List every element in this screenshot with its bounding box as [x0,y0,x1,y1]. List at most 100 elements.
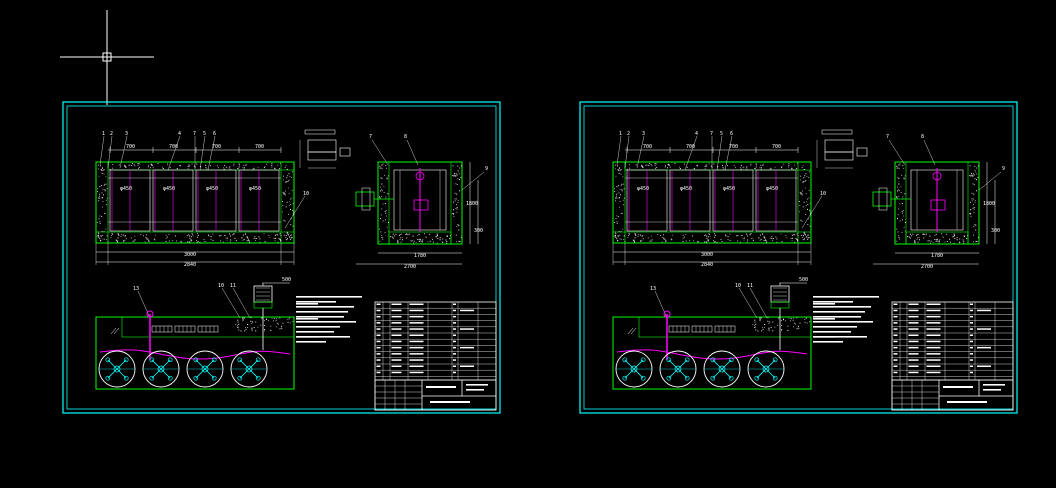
gravel-dot [751,238,753,239]
gravel-dot [103,173,105,175]
section-rotor-tip [255,375,261,381]
gravel-dot [903,226,905,228]
gravel-dot [261,318,263,320]
gravel-dot [664,238,666,240]
gravel-dot [799,322,801,324]
front-bottom-dim-label-2: 2840 [184,262,196,268]
gravel-dot [385,215,387,217]
front-chamber-mark: φ450 [723,186,735,192]
gravel-dot [729,233,731,235]
front-chamber-mark: φ450 [766,186,778,192]
gravel-dot [759,320,761,322]
gravel-dot [621,189,623,191]
gravel-dot [620,173,622,175]
parts-cell-qty [970,371,973,374]
note-line [813,341,843,343]
gravel-dot [769,168,771,170]
gravel-dot [205,167,207,169]
gravel-dot [284,220,286,222]
section-rotor-tip [666,357,672,363]
gravel-dot [740,165,742,167]
parts-cell-no [376,365,381,367]
gravel-dot [166,236,168,238]
gravel-dot [383,186,385,188]
gravel-dot [134,165,136,167]
section-callout-leader [221,287,241,319]
parts-cell-code [908,315,919,318]
gravel-dot [614,168,616,170]
gravel-dot [977,165,979,167]
gravel-dot [290,224,292,225]
gravel-dot [97,191,99,193]
parts-cell-code [908,303,919,305]
gravel-dot [896,196,897,198]
gravel-dot [151,164,153,166]
gravel-dot [616,215,618,217]
gravel-dot [807,237,809,239]
parts-cell-code [908,334,919,336]
gravel-dot [741,235,743,236]
gravel-dot [419,238,420,240]
gravel-dot [168,233,170,235]
side-callout-leader [923,139,936,166]
gravel-dot [460,176,462,178]
gravel-dot [807,224,809,225]
gravel-dot [898,164,900,166]
gravel-dot [103,169,105,171]
gravel-dot [974,202,976,204]
gravel-dot [285,165,287,167]
gravel-dot [381,168,383,170]
gravel-dot [897,197,898,199]
gravel-dot [165,234,167,236]
parts-cell-qty [453,371,456,374]
gravel-dot [799,201,800,202]
gravel-dot [953,233,955,235]
gravel-dot [380,177,382,179]
gravel-dot [944,241,946,243]
section-callout-label: 11 [230,283,236,289]
gravel-dot [243,168,245,170]
gravel-dot [455,234,457,236]
gravel-dot [191,163,193,165]
gravel-dot [898,235,899,236]
gravel-dot [286,232,288,234]
gravel-dot [696,165,698,167]
gravel-dot [802,165,804,167]
gravel-dot [969,213,971,214]
section-rotor-tip [684,357,690,363]
gravel-dot [899,238,901,240]
section-callout-leader [738,287,758,319]
gravel-dot [246,236,248,238]
gravel-dot [292,212,294,214]
gravel-dot [118,164,120,166]
section-rotor-tip [149,357,155,363]
gravel-dot [263,233,265,235]
gravel-dot [623,204,625,206]
gravel-dot [665,164,667,166]
parts-cell-mat [977,346,991,349]
gravel-dot [106,197,108,199]
gravel-dot [745,167,747,169]
gravel-dot [279,328,281,330]
section-hatch [627,327,634,335]
gravel-dot [641,235,643,237]
gravel-dot [459,167,461,169]
gravel-dot [138,167,140,169]
front-left-wall-gravel [97,164,108,238]
side-left-wall [894,161,907,245]
gravel-dot [205,164,206,166]
gravel-dot [187,235,188,237]
side-right-dim-label-1: 1800 [983,201,995,207]
gravel-dot [754,327,756,329]
gravel-dot [162,166,163,168]
parts-cell-no [376,328,381,330]
front-chamber-mark: φ450 [206,186,218,192]
gravel-dot [287,238,288,240]
gravel-dot [897,218,898,220]
gravel-dot [460,165,462,167]
gravel-dot [808,197,810,199]
gravel-dot [392,233,394,235]
gravel-dot [453,174,455,176]
gravel-dot [384,203,386,205]
